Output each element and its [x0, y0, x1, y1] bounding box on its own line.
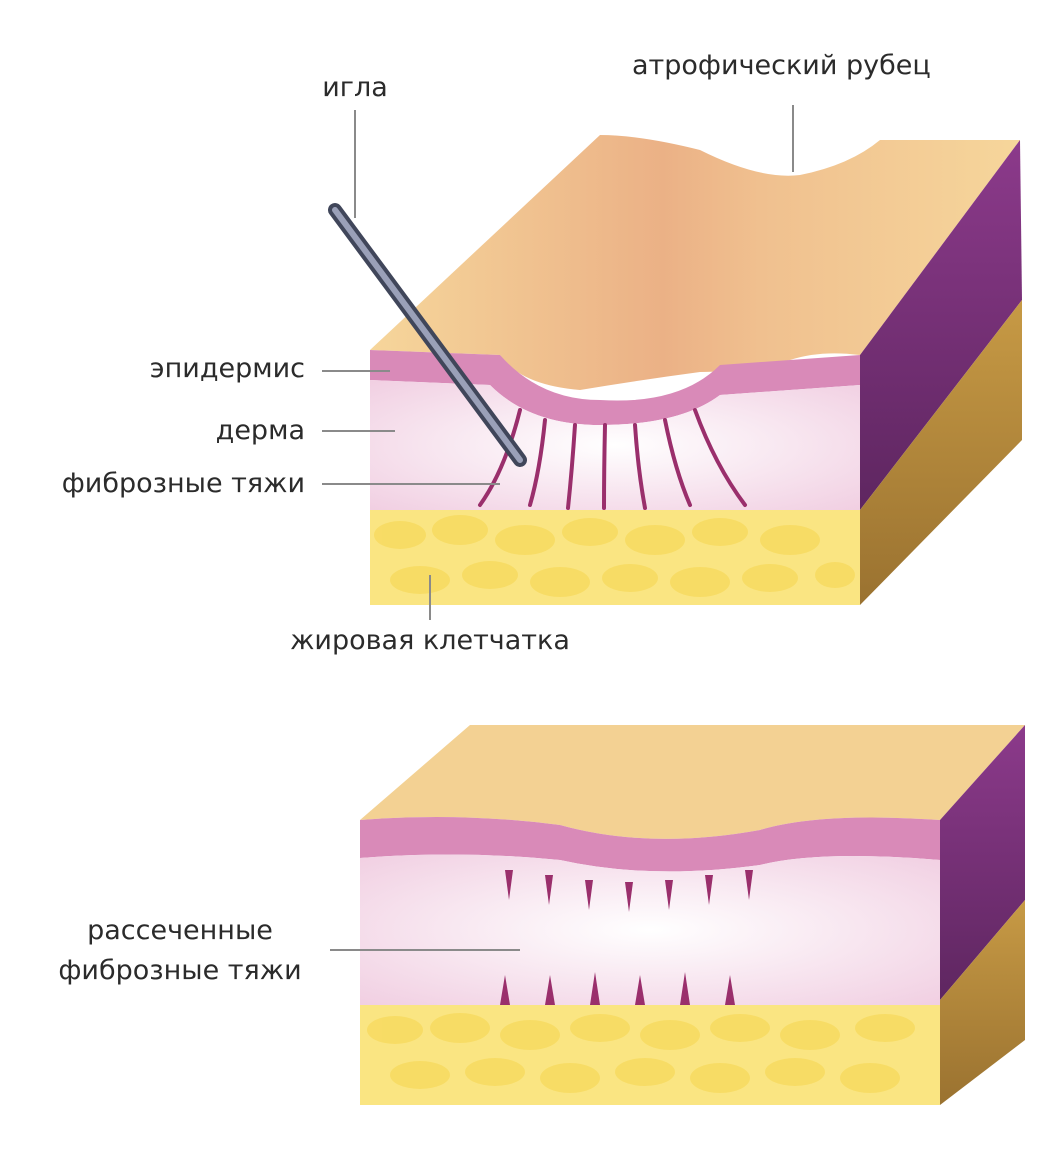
skin-side-dermis-after	[940, 725, 1025, 1000]
label-epidermis: эпидермис	[149, 353, 305, 384]
label-fat-tissue: жировая клетчатка	[290, 625, 570, 656]
skin-block-before	[328, 135, 1022, 605]
label-atrophic-scar: атрофический рубец	[632, 50, 931, 81]
label-needle: игла	[322, 72, 388, 103]
label-cut-strands-line1: рассеченные	[87, 915, 273, 946]
leader-lines	[322, 105, 794, 951]
skin-block-after	[360, 725, 1025, 1105]
fibrous-strands	[478, 408, 747, 510]
label-cut-strands-line2: фиброзные тяжи	[58, 955, 302, 986]
fat-cells	[374, 515, 855, 597]
skin-side-fat-after	[940, 900, 1025, 1105]
skin-surface-top	[370, 135, 1020, 390]
label-fibrous-strands: фиброзные тяжи	[61, 468, 305, 499]
needle	[328, 203, 527, 467]
skin-side-dermis	[860, 140, 1022, 510]
epidermis-band	[370, 350, 860, 425]
dermis-layer	[370, 380, 860, 510]
label-dermis: дерма	[215, 415, 305, 446]
epidermis-band-after	[360, 816, 940, 872]
fat-cells-after	[367, 1013, 915, 1093]
dermis-layer-after	[360, 854, 940, 1005]
cut-fibrous-strands	[500, 870, 753, 1005]
skin-surface-top-after	[360, 725, 1025, 839]
skin-side-fat	[860, 300, 1022, 605]
